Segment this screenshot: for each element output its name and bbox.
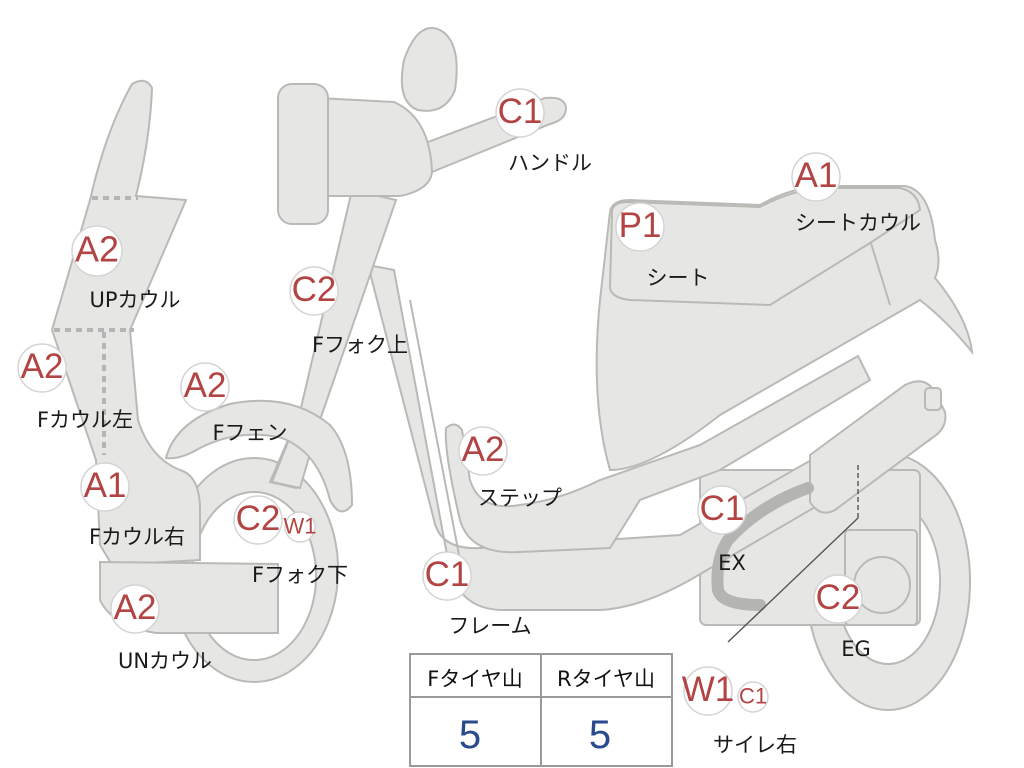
seat-cowl-grade-badge-text: A1 — [795, 156, 838, 195]
seat-cowl-grade-badge: A1 — [791, 152, 841, 202]
f-fender-label: Fフェン — [212, 421, 287, 445]
frame-grade-badge: C1 — [422, 551, 472, 601]
exhaust-grade-badge-circle — [697, 485, 747, 535]
exhaust-label: EX — [718, 551, 746, 575]
f-cowl-right-grade-badge-circle — [80, 462, 130, 512]
frame-grade-badge-circle — [422, 551, 472, 601]
f-cowl-left-grade-badge-circle — [17, 343, 67, 393]
muffler-right-extra-grade-badge-text: C1 — [739, 683, 767, 708]
up-cowl-grade-badge-circle — [71, 225, 123, 277]
muffler-right-grade-badge: W1 — [682, 666, 735, 716]
f-fork-lower-extra-grade-badge-text: W1 — [284, 513, 317, 538]
up-cowl-grade-badge-text: A2 — [75, 229, 119, 270]
engine-label: EG — [841, 637, 871, 661]
handle-label: ハンドル — [508, 151, 592, 175]
f-fork-upper-grade-badge: C2 — [289, 266, 339, 316]
seat-label: シート — [647, 266, 710, 290]
up-cowl-label: UPカウル — [89, 288, 180, 312]
muffler-right-extra-grade-badge: C1 — [737, 681, 769, 713]
un-cowl-grade-badge: A2 — [110, 584, 160, 634]
muffler-right-label: サイレ右 — [713, 733, 797, 757]
f-fork-lower-extra-grade-badge-circle — [284, 511, 316, 543]
muffler — [809, 380, 947, 514]
muffler-right-extra-grade-badge-circle — [737, 681, 769, 713]
front-tire-header: Fタイヤ山 — [427, 667, 522, 691]
f-fork-lower-extra-grade-badge: W1 — [284, 511, 317, 543]
f-fender-grade-badge-circle — [180, 362, 230, 412]
f-cowl-right-grade-badge-text: A1 — [84, 466, 127, 505]
handle-grade-badge-circle — [495, 88, 545, 138]
step-grade-badge-circle — [458, 426, 508, 476]
frame-label: フレーム — [448, 614, 531, 638]
f-cowl-left-grade-badge: A2 — [17, 343, 67, 393]
frame-body — [366, 263, 932, 611]
engine-grade-badge-text: C2 — [816, 578, 861, 617]
seat-cowl-label: シートカウル — [795, 211, 921, 235]
exhaust-grade-badge-text: C1 — [700, 489, 745, 528]
seat-shape — [608, 187, 922, 307]
f-cowl-right-grade-badge: A1 — [80, 462, 130, 512]
seat-grade-badge-circle — [615, 202, 665, 252]
frame-grade-badge-text: C1 — [425, 555, 470, 594]
un-cowl-grade-badge-circle — [110, 584, 160, 634]
leader-lines — [727, 465, 859, 643]
f-fender-grade-badge: A2 — [180, 362, 230, 412]
front-fender — [164, 399, 354, 513]
f-fender-grade-badge-text: A2 — [184, 366, 227, 405]
f-fork-upper-grade-badge-circle — [289, 266, 339, 316]
seat-grade-badge: P1 — [615, 202, 665, 252]
un-cowl-label: UNカウル — [118, 649, 212, 673]
exhaust-pipe — [711, 482, 814, 611]
handle-grade-badge-text: C1 — [498, 92, 543, 131]
exhaust-grade-badge: C1 — [697, 485, 747, 535]
f-fork-upper-label: Fフォク上 — [312, 333, 408, 357]
handle-grade-badge: C1 — [495, 88, 545, 138]
f-fork-lower-label: Fフォク下 — [252, 563, 348, 587]
f-cowl-left-grade-badge-text: A2 — [21, 347, 64, 386]
muffler-right-grade-badge-circle — [683, 666, 733, 716]
rear-tire-value: 5 — [589, 713, 611, 757]
muffler-right-grade-badge-text: W1 — [682, 670, 735, 709]
front-cowl — [50, 79, 201, 567]
un-cowl-grade-badge-text: A2 — [114, 588, 157, 627]
f-fork-upper-grade-badge-text: C2 — [292, 270, 337, 309]
up-cowl-grade-badge: A2 — [71, 225, 123, 277]
f-cowl-left-label: Fカウル左 — [37, 408, 133, 432]
seat-grade-badge-text: P1 — [619, 206, 662, 245]
engine-grade-badge: C2 — [813, 574, 863, 624]
f-fork-lower-grade-badge-text: C2 — [236, 499, 281, 538]
step-grade-badge-text: A2 — [462, 430, 505, 469]
step-label: ステップ — [478, 486, 562, 510]
f-fork-lower-grade-badge: C2 — [233, 495, 283, 545]
step-grade-badge: A2 — [458, 426, 508, 476]
seat-cowl-grade-badge-circle — [791, 152, 841, 202]
engine-grade-badge-circle — [813, 574, 863, 624]
f-fork-lower-grade-badge-circle — [233, 495, 283, 545]
f-cowl-right-label: Fカウル右 — [89, 525, 185, 549]
tire-table: Fタイヤ山 Rタイヤ山 5 5 — [409, 653, 673, 767]
front-tire-value: 5 — [459, 713, 481, 757]
rear-tire-header: Rタイヤ山 — [557, 667, 655, 691]
